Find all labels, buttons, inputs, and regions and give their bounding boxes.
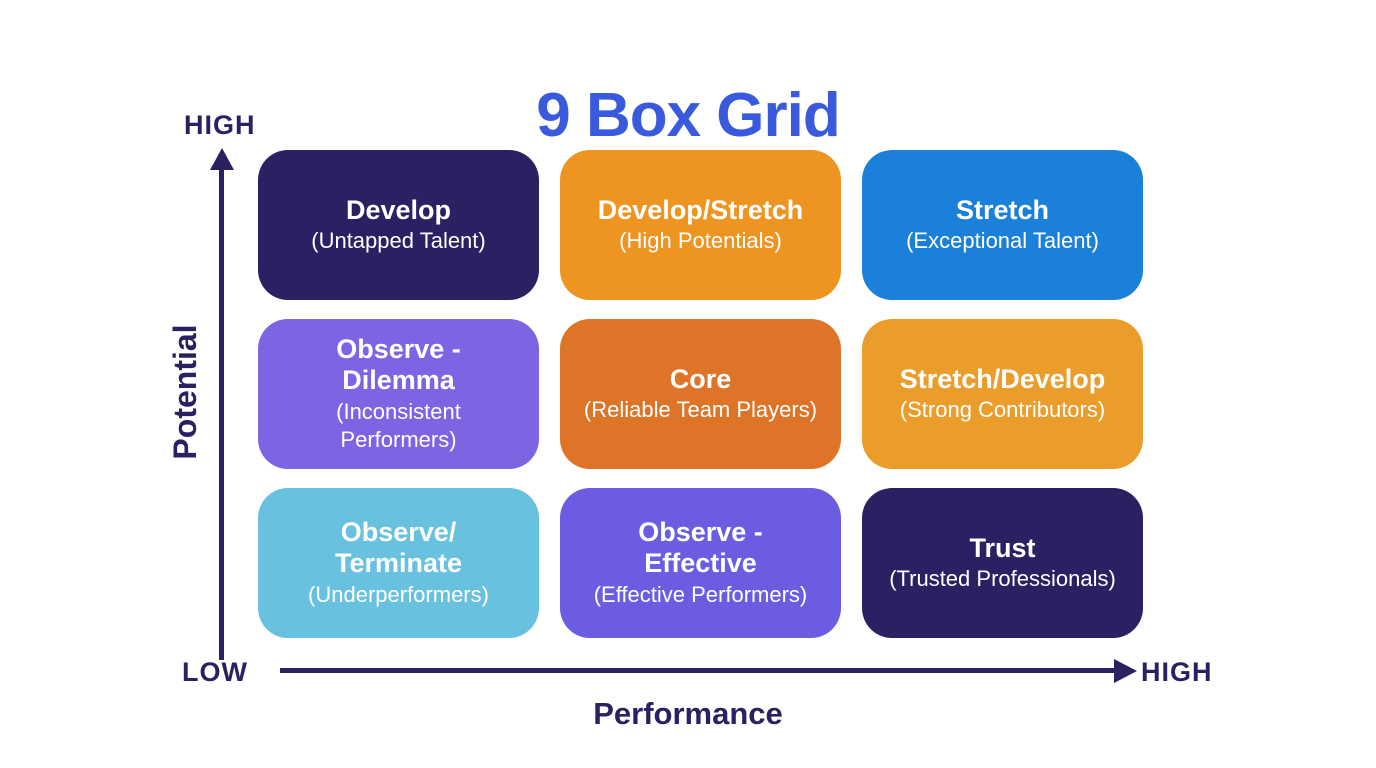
cell-subtitle: (Trusted Professionals)	[889, 566, 1116, 592]
cell-core: Core (Reliable Team Players)	[560, 319, 841, 469]
x-axis-low-label: LOW	[182, 657, 248, 687]
cell-observe-terminate: Observe/ Terminate (Underperformers)	[258, 488, 539, 638]
y-axis-line	[219, 168, 224, 660]
cell-subtitle: (High Potentials)	[619, 228, 782, 254]
potential-axis-label: Potential	[167, 324, 203, 460]
cell-develop-stretch: Develop/Stretch (High Potentials)	[560, 150, 841, 300]
page-title: 9 Box Grid	[536, 80, 841, 150]
cell-subtitle: (Reliable Team Players)	[583, 397, 818, 423]
nine-box-grid: Develop (Untapped Talent) Develop/Stretc…	[258, 150, 1143, 638]
cell-stretch: Stretch (Exceptional Talent)	[862, 150, 1143, 300]
cell-subtitle: (Strong Contributors)	[899, 397, 1106, 423]
cell-title: Develop/Stretch	[597, 194, 804, 225]
x-axis-arrowhead-icon	[1114, 659, 1137, 683]
cell-title: Trust	[969, 532, 1036, 563]
x-axis-high-label: HIGH	[1141, 657, 1213, 687]
cell-trust: Trust (Trusted Professionals)	[862, 488, 1143, 638]
cell-title: Core	[669, 363, 732, 394]
cell-subtitle: (Underperformers)	[308, 581, 489, 607]
cell-title: Develop	[345, 194, 452, 225]
performance-axis-label: Performance	[593, 696, 783, 731]
cell-subtitle: (Inconsistent Performers)	[336, 398, 461, 452]
cell-subtitle: (Untapped Talent)	[311, 228, 486, 254]
y-axis-arrowhead-icon	[210, 148, 234, 170]
cell-subtitle: (Effective Performers)	[593, 581, 808, 607]
cell-develop: Develop (Untapped Talent)	[258, 150, 539, 300]
y-axis-high-label: HIGH	[184, 110, 256, 140]
cell-observe-dilemma: Observe - Dilemma (Inconsistent Performe…	[258, 319, 539, 469]
cell-title: Stretch	[955, 194, 1050, 225]
cell-observe-effective: Observe - Effective (Effective Performer…	[560, 488, 841, 638]
cell-stretch-develop: Stretch/Develop (Strong Contributors)	[862, 319, 1143, 469]
cell-subtitle: (Exceptional Talent)	[906, 228, 1099, 254]
cell-title: Stretch/Develop	[899, 363, 1106, 394]
cell-title: Observe - Effective	[638, 517, 763, 578]
x-axis-line	[280, 668, 1116, 673]
cell-title: Observe - Dilemma	[336, 334, 461, 395]
cell-title: Observe/ Terminate	[334, 517, 463, 578]
